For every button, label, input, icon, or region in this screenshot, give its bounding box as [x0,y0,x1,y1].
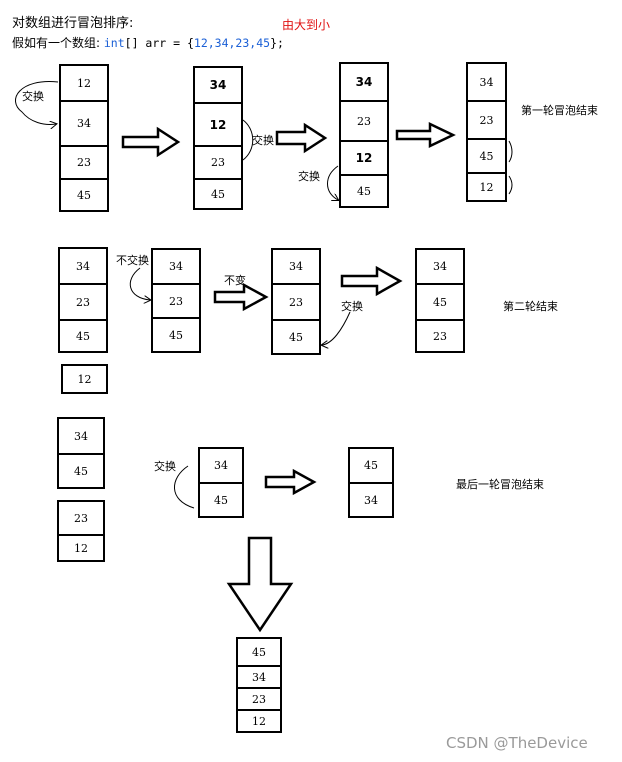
right-arrow-icon [264,468,317,496]
array-cell: 23 [415,319,465,353]
swap-curve-icon [242,119,254,161]
sort-order-note: 由大到小 [282,18,331,32]
array-cell: 45 [58,319,108,353]
array-cell: 12 [466,172,507,202]
array-cell: 45 [415,283,465,321]
array-cell: 45 [59,178,109,212]
array-cell: 34 [57,417,105,455]
unchanged-label: 不变 [224,274,246,287]
array-cell: 34 [339,62,389,102]
down-arrow-icon [226,536,294,633]
array-cell: 23 [236,687,282,711]
array-cell: 45 [271,319,321,355]
array-cell: 45 [339,174,389,208]
right-arrow-icon [275,122,328,154]
array-cell: 12 [339,140,389,176]
swap-curve-icon [174,465,195,509]
array-cell: 23 [271,283,321,321]
array-cell: 12 [57,534,105,562]
array-cell: 23 [339,100,389,142]
array-cell: 45 [193,178,243,210]
array-cell: 12 [59,64,109,102]
array-cell: 34 [271,248,321,285]
array-cell: 45 [198,482,244,518]
right-arrow-icon [121,126,181,158]
array-cell: 23 [58,283,108,321]
array-cell: 12 [236,709,282,733]
swap-label: 交换 [154,460,176,473]
array-cell: 34 [348,482,394,518]
no-swap-label: 不交换 [116,254,149,267]
array-cell: 34 [466,62,507,102]
declaration-prefix: 假如有一个数组: [12,36,104,50]
declaration-keyword: int [103,36,125,50]
swap-curve-icon [129,267,150,300]
array-cell: 45 [57,453,105,489]
swap-label: 交换 [22,90,44,103]
array-cell: 34 [151,248,201,285]
right-arrow-icon [340,265,403,297]
array-cell: 45 [236,637,282,667]
array-cell: 45 [151,317,201,353]
array-cell: 23 [151,283,201,319]
swap-curve-icon [15,81,59,125]
array-cell: 34 [58,247,108,285]
array-cell: 12 [193,102,243,147]
array-cell: 23 [466,100,507,140]
swap-curve-icon [327,165,339,200]
right-arrow-icon [213,282,269,312]
array-declaration: 假如有一个数组: int[] arr = {12,34,23,45}; [12,34,284,51]
swap-label: 交换 [252,134,274,147]
page-title: 对数组进行冒泡排序: [12,16,134,31]
array-cell: 23 [59,145,109,180]
round3-end-label: 最后一轮冒泡结束 [456,478,544,491]
swap-tick-icon [508,140,513,163]
removed-cell: 12 [61,364,108,394]
declaration-body: [] arr = { [124,36,194,50]
swap-label: 交换 [298,170,320,183]
round1-end-label: 第一轮冒泡结束 [521,104,598,117]
swap-curve-icon [322,311,351,345]
array-cell: 23 [193,145,243,180]
swap-label: 交换 [341,300,363,313]
declaration-values: 12,34,23,45 [193,36,271,50]
swap-tick-icon [508,175,513,195]
declaration-end: }; [270,36,284,50]
watermark: CSDN @TheDevice [446,734,588,752]
right-arrow-icon [395,122,456,148]
round2-end-label: 第二轮结束 [503,300,558,313]
